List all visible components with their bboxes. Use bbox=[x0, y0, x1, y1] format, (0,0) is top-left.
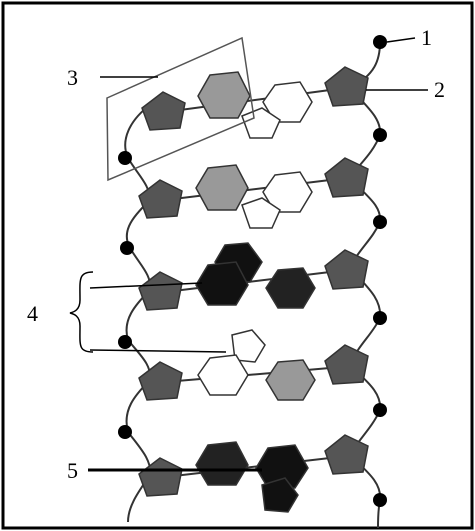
base-white-hexagon bbox=[197, 354, 249, 396]
base-white-hexagon bbox=[262, 171, 313, 213]
sugar-pentagon bbox=[138, 457, 183, 497]
label-2: 2 bbox=[434, 77, 445, 102]
nucleotide-pair-3 bbox=[138, 242, 369, 311]
base-black-hexagon bbox=[255, 444, 309, 489]
base-light-hexagon bbox=[195, 164, 249, 211]
sugar-pentagon bbox=[138, 179, 183, 219]
phosphate-dot bbox=[373, 128, 387, 142]
label-4: 4 bbox=[27, 301, 38, 326]
label-5: 5 bbox=[67, 458, 78, 483]
phosphate-dot bbox=[373, 493, 387, 507]
pointer-line-4-bottom bbox=[89, 349, 227, 353]
left-backbone bbox=[124, 104, 152, 523]
sugar-pentagon bbox=[324, 66, 369, 107]
sugar-pentagon bbox=[324, 249, 369, 290]
nucleotide-pair-1 bbox=[141, 66, 369, 139]
base-black-hexagon bbox=[195, 261, 249, 306]
nucleotide-pair-4 bbox=[138, 329, 369, 401]
base-light-hexagon bbox=[265, 359, 316, 401]
phosphate-dot bbox=[118, 151, 132, 165]
nucleotide-outline-box bbox=[106, 36, 255, 182]
base-dark-hexagon bbox=[265, 267, 316, 309]
nucleotide-pair-5 bbox=[138, 434, 369, 513]
pointer-line-4-top bbox=[89, 282, 203, 289]
phosphate-dot bbox=[120, 241, 134, 255]
phosphate-dot bbox=[373, 215, 387, 229]
base-light-hexagon bbox=[197, 71, 251, 119]
sugar-pentagon bbox=[324, 344, 369, 385]
nucleotide-pair-2 bbox=[138, 157, 369, 229]
pointer-lines bbox=[69, 37, 428, 472]
pointer-line-1 bbox=[386, 37, 416, 43]
phosphate-groups bbox=[118, 35, 387, 507]
sugar-pentagon bbox=[141, 91, 186, 131]
label-3: 3 bbox=[67, 65, 78, 90]
sugar-pentagon bbox=[324, 157, 369, 198]
base-black-pentagon bbox=[261, 477, 299, 513]
phosphate-dot bbox=[373, 403, 387, 417]
phosphate-dot bbox=[118, 425, 132, 439]
base-white-pentagon bbox=[241, 107, 281, 139]
brace-4 bbox=[69, 271, 94, 353]
base-white-hexagon bbox=[262, 81, 313, 123]
phosphate-dot bbox=[373, 311, 387, 325]
label-1: 1 bbox=[421, 25, 432, 50]
phosphate-dot bbox=[118, 335, 132, 349]
sugar-pentagon bbox=[138, 271, 183, 311]
base-white-pentagon bbox=[241, 197, 281, 229]
sugar-pentagon bbox=[324, 434, 369, 475]
phosphate-dot bbox=[373, 35, 387, 49]
sugar-pentagon bbox=[138, 361, 183, 401]
base-dark-hexagon bbox=[195, 441, 249, 486]
